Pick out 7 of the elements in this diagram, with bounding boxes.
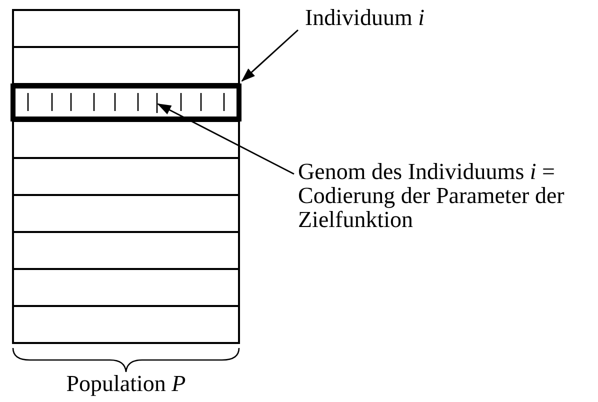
gene-mark [156,93,158,113]
callout-text: Individuum i [305,6,424,30]
callout-text: Genom des Individuums i = Codierung der Parameter der Zielfunktion [298,160,594,232]
bracket-label: Population P [65,372,187,396]
leader-arrow [241,29,298,82]
individual-row [10,84,242,122]
leader-arrow [157,103,294,175]
